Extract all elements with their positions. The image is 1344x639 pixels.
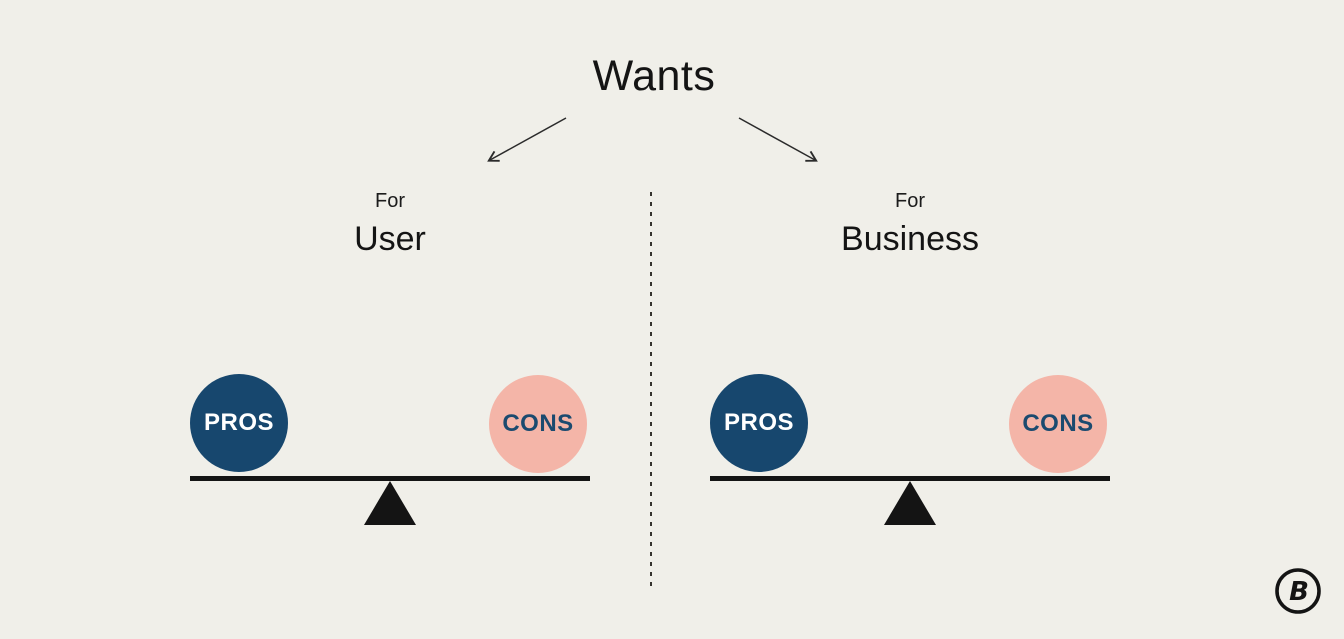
branch-arrow-left-icon [487, 117, 567, 162]
user-kicker: For [375, 190, 405, 212]
panel-business: For Business PROS CONS [710, 180, 1110, 540]
panel-user: For User PROS CONS [190, 180, 590, 540]
brand-logo-circle [1275, 568, 1321, 614]
business-label: Business [841, 220, 979, 258]
center-divider [650, 192, 652, 592]
business-pros-circle: PROS [710, 374, 808, 472]
business-seesaw-fulcrum-icon [884, 481, 936, 525]
brand-logo-letter: B [1289, 577, 1309, 607]
user-pros-circle: PROS [190, 374, 288, 472]
user-label: User [354, 220, 426, 258]
user-cons-circle: CONS [489, 375, 587, 473]
business-seesaw-beam [710, 476, 1110, 481]
business-cons-circle: CONS [1009, 375, 1107, 473]
user-seesaw-beam [190, 476, 590, 481]
brand-logo-icon: B [1275, 568, 1321, 614]
business-kicker: For [895, 190, 925, 212]
user-seesaw-fulcrum-icon [364, 481, 416, 525]
diagram-title: Wants [592, 52, 716, 100]
branch-arrow-right-icon [738, 117, 818, 162]
